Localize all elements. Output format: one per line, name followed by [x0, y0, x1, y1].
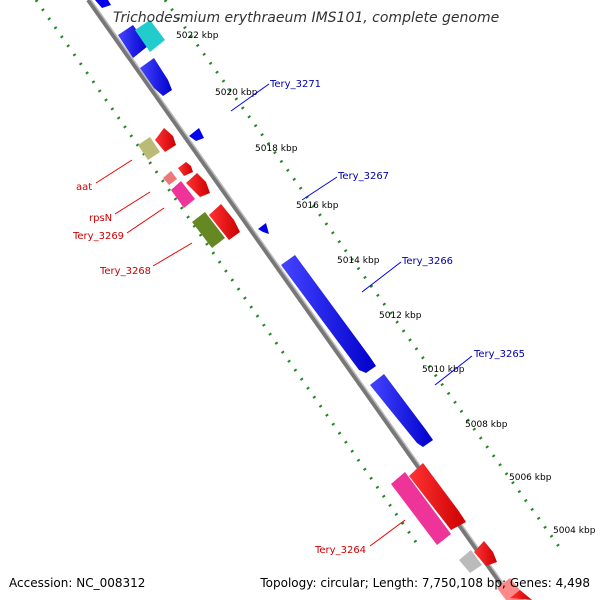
gene-block[interactable]	[163, 171, 177, 185]
kbp-tick-labels: 5022 kbp 5020 kbp 5018 kbp 5016 kbp 5014…	[176, 31, 596, 536]
kbp-tick-label: 5014 kbp	[337, 256, 380, 266]
forward-gene-labels: Tery_3271 Tery_3267 Tery_3266 Tery_3265	[230, 79, 525, 386]
label-leader-line	[95, 159, 133, 184]
gene-label-aat[interactable]: aat	[76, 182, 92, 193]
gene-label-tery-3271[interactable]: Tery_3271	[269, 79, 321, 90]
label-leader-line	[434, 355, 473, 386]
gene-label-tery-3268[interactable]: Tery_3268	[99, 266, 151, 277]
accession-text: Accession: NC_008312	[9, 576, 146, 590]
gene-block[interactable]	[178, 162, 193, 176]
forward-genes	[95, 0, 433, 447]
reverse-gene-labels: aat rpsN Tery_3269 Tery_3268 Tery_3264	[72, 159, 406, 556]
label-leader-line	[114, 191, 151, 215]
kbp-tick-label: 5012 kbp	[379, 311, 422, 321]
gene-block[interactable]	[140, 58, 172, 96]
kbp-tick-label: 5022 kbp	[176, 31, 219, 41]
gene-block[interactable]	[209, 204, 240, 240]
kbp-tick-label: 5018 kbp	[255, 144, 298, 154]
gene-block[interactable]	[155, 128, 176, 152]
gene-block[interactable]	[118, 25, 148, 58]
kbp-tick-label: 5016 kbp	[296, 201, 339, 211]
gene-block[interactable]	[135, 20, 165, 52]
gene-block[interactable]	[281, 255, 376, 373]
gene-block[interactable]	[138, 137, 160, 160]
gene-block[interactable]	[510, 590, 532, 600]
label-leader-line	[230, 83, 270, 112]
kbp-tick-label: 5004 kbp	[553, 526, 596, 536]
gene-block[interactable]	[459, 550, 482, 573]
gene-block[interactable]	[189, 128, 204, 141]
label-leader-line	[126, 207, 165, 234]
reverse-genes	[138, 128, 532, 600]
gene-label-tery-3269[interactable]: Tery_3269	[72, 231, 124, 242]
kbp-tick-label: 5020 kbp	[215, 88, 258, 98]
map-title: Trichodesmium erythraeum IMS101, complet…	[113, 10, 499, 26]
gene-block[interactable]	[409, 463, 466, 530]
gene-block[interactable]	[474, 541, 497, 566]
kbp-tick-label: 5006 kbp	[509, 473, 552, 483]
label-leader-line	[361, 261, 402, 293]
gene-label-rpsn[interactable]: rpsN	[89, 213, 112, 224]
gene-block[interactable]	[370, 374, 433, 447]
gene-block[interactable]	[186, 173, 210, 197]
gene-block[interactable]	[95, 0, 111, 8]
outer-dotted-ring	[163, 0, 562, 549]
gene-label-tery-3264[interactable]: Tery_3264	[314, 545, 366, 556]
label-leader-line	[369, 519, 406, 547]
gene-label-tery-3266[interactable]: Tery_3266	[401, 256, 453, 267]
kbp-tick-label: 5008 kbp	[465, 420, 508, 430]
topology-text: Topology: circular; Length: 7,750,108 bp…	[260, 576, 590, 590]
gene-block[interactable]	[258, 223, 269, 234]
gene-block[interactable]	[192, 212, 225, 248]
gene-label-tery-3267[interactable]: Tery_3267	[337, 171, 389, 182]
kbp-tick-label: 5010 kbp	[422, 365, 465, 375]
gene-block[interactable]	[391, 472, 451, 545]
gene-label-tery-3265[interactable]: Tery_3265	[473, 349, 525, 360]
inner-dotted-ring	[34, 0, 422, 549]
label-leader-line	[301, 176, 338, 201]
label-leader-line	[152, 242, 193, 267]
gene-block[interactable]	[171, 181, 195, 208]
